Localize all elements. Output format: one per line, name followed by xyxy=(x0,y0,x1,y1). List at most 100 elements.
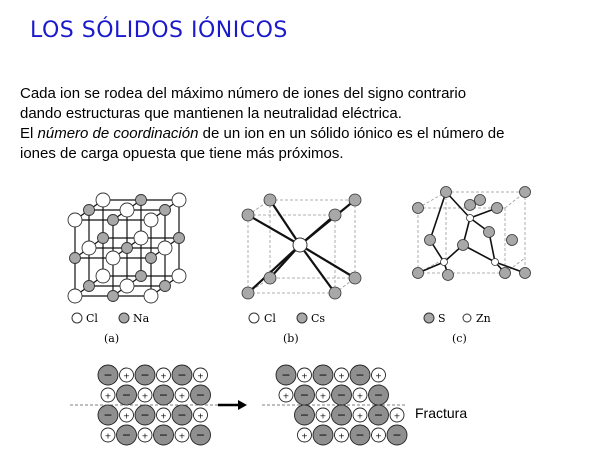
legend-c-open-label: Zn xyxy=(476,312,491,325)
minus-sign: − xyxy=(196,429,205,442)
legend-b: Cl Cs (b) xyxy=(248,312,325,345)
cation xyxy=(389,407,405,423)
na-ion xyxy=(107,214,119,226)
cation xyxy=(119,407,134,423)
legend-b-open-label: Cl xyxy=(264,312,276,325)
plus-sign: + xyxy=(105,432,112,441)
cation xyxy=(193,367,208,383)
plus-sign: + xyxy=(105,392,112,401)
cation xyxy=(315,387,331,403)
plus-sign: + xyxy=(142,432,149,441)
cation xyxy=(352,407,368,423)
plus-sign: + xyxy=(160,372,167,381)
cl-ion xyxy=(105,250,121,266)
minus-sign: − xyxy=(392,429,401,442)
minus-sign: − xyxy=(300,389,309,402)
minus-sign: − xyxy=(159,389,168,402)
cl-ion xyxy=(133,230,149,246)
anion xyxy=(275,364,297,386)
plus-sign: + xyxy=(123,372,130,381)
anion xyxy=(349,424,371,446)
anion xyxy=(331,404,352,426)
minus-sign: − xyxy=(140,369,149,382)
anion xyxy=(153,424,174,446)
cation xyxy=(137,427,153,443)
minus-sign: − xyxy=(103,369,112,382)
cl-ion xyxy=(81,240,97,256)
cation xyxy=(371,427,386,443)
cation xyxy=(334,427,349,443)
plus-sign: + xyxy=(123,412,130,421)
cation xyxy=(100,427,116,443)
cation xyxy=(156,367,171,383)
cation xyxy=(119,367,134,383)
minus-sign: − xyxy=(337,389,346,402)
paragraph-coordination-line-1: El número de coordinación de un ion en u… xyxy=(20,124,580,144)
minus-sign: − xyxy=(177,409,186,422)
cl-ion xyxy=(171,192,187,208)
anion xyxy=(386,424,408,446)
minus-sign: − xyxy=(355,429,364,442)
cscl-structure-diagram xyxy=(241,193,362,300)
cl-ion xyxy=(67,212,83,228)
plus-sign: + xyxy=(375,432,382,441)
minus-sign: − xyxy=(103,409,112,422)
anion xyxy=(349,364,371,386)
cl-ion xyxy=(67,288,83,304)
cation xyxy=(334,367,349,383)
anion xyxy=(97,364,119,386)
cation xyxy=(174,387,190,403)
minus-sign: − xyxy=(122,389,131,402)
plus-sign: + xyxy=(197,412,204,421)
plus-sign: + xyxy=(197,372,204,381)
anion xyxy=(116,424,137,446)
coordination-number-term: número de coordinación xyxy=(37,125,199,142)
cation xyxy=(100,387,116,403)
anion xyxy=(153,384,174,406)
plus-sign: + xyxy=(320,412,327,421)
na-ion xyxy=(173,232,185,244)
plus-sign: + xyxy=(179,432,186,441)
legend-c: S Zn (c) xyxy=(423,312,491,345)
plus-sign: + xyxy=(301,372,308,381)
cl-ion xyxy=(171,268,187,284)
plus-sign: + xyxy=(320,392,327,401)
na-ion xyxy=(107,290,119,302)
zns-structure-diagram xyxy=(412,186,531,281)
na-ion xyxy=(135,194,147,206)
na-ion xyxy=(69,252,81,264)
na-ion xyxy=(159,280,171,292)
anion xyxy=(171,364,193,386)
caption-c: (c) xyxy=(452,332,467,345)
paragraph-intro-line-1: Cada ion se rodea del máximo número de i… xyxy=(20,85,467,102)
fracture-label: Fractura xyxy=(415,405,468,421)
minus-sign: − xyxy=(374,409,383,422)
legend-a-filled-label: Na xyxy=(133,312,150,325)
paragraph-intro: Cada ion se rodea del máximo número de i… xyxy=(20,84,580,124)
cation xyxy=(137,387,153,403)
nacl-structure-diagram xyxy=(67,192,187,304)
text-prefix: El xyxy=(20,125,38,142)
na-ion xyxy=(135,270,147,282)
anion xyxy=(134,364,156,386)
plus-sign: + xyxy=(375,372,382,381)
plus-sign: + xyxy=(283,392,290,401)
minus-sign: − xyxy=(122,429,131,442)
minus-sign: − xyxy=(374,389,383,402)
cl-ion xyxy=(95,268,111,284)
na-ion xyxy=(145,252,157,264)
cation xyxy=(297,367,312,383)
na-ion xyxy=(121,242,133,254)
minus-sign: − xyxy=(355,369,364,382)
ionic-lattice-before: −+−+−++−+−+−−+−+−++−+−+− xyxy=(97,364,211,446)
arrow-right-icon xyxy=(218,400,247,410)
cl-ion xyxy=(119,202,135,218)
cation xyxy=(156,407,171,423)
plus-sign: + xyxy=(357,412,364,421)
legend-c-filled-label: S xyxy=(438,312,446,325)
cation xyxy=(193,407,208,423)
cl-ion xyxy=(119,278,135,294)
minus-sign: − xyxy=(318,369,327,382)
plus-sign: + xyxy=(301,432,308,441)
